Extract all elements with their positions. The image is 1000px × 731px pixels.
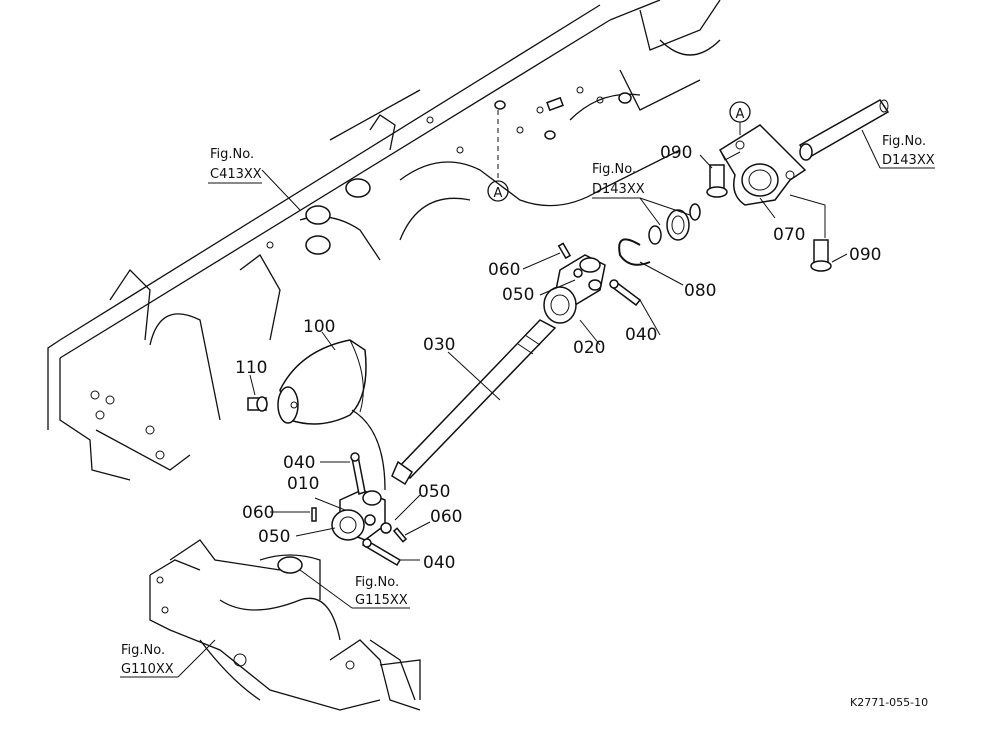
marker-a-left: A [487,180,509,202]
cotter-060-left [311,507,317,522]
svg-text:Fig.No.: Fig.No. [592,162,636,177]
callout-fig-d143xx-mid: Fig.No. D143XX [592,162,645,197]
label-040-lower: 040 [423,553,455,573]
label-070: 070 [773,225,805,245]
pin-040-mid [350,452,366,495]
label-050-right: 050 [418,482,450,502]
washer-050-right [380,522,392,534]
callout-fig-g110xx: Fig.No. G110XX [121,643,174,677]
label-090-upper: 090 [660,143,692,163]
snap-ring-080 [618,238,651,266]
svg-text:Fig.No.: Fig.No. [210,147,254,162]
svg-text:Fig.No.: Fig.No. [882,134,926,149]
bolt-090-top [706,164,728,198]
label-020: 020 [573,338,605,358]
pin-040-lower [361,538,402,567]
drive-shaft-030 [391,319,557,486]
svg-text:G110XX: G110XX [121,662,174,677]
leader-lines [120,122,935,678]
marker-a-right: A [729,101,751,123]
label-090-lower: 090 [849,245,881,265]
svg-text:D143XX: D143XX [592,182,645,197]
svg-text:A: A [736,107,745,122]
label-010: 010 [287,474,319,494]
chassis-frame [47,0,721,481]
drawing-code: K2771-055-10 [850,696,928,709]
bearing [648,203,701,245]
svg-text:C413XX: C413XX [210,167,262,182]
drive-shaft-right [798,99,890,161]
label-050-left: 050 [258,527,290,547]
label-030: 030 [423,335,455,355]
label-040-upper: 040 [625,325,657,345]
shaft-cover-100 [277,339,386,491]
callout-fig-d143xx-right: Fig.No. D143XX [882,134,935,168]
cotter-060-right [392,527,408,543]
label-110: 110 [235,358,267,378]
bolt-090-bottom [810,239,832,272]
svg-text:Fig.No.: Fig.No. [121,643,165,658]
support-bracket [718,124,807,206]
label-060-upper: 060 [488,260,520,280]
universal-joint-lower [331,489,386,541]
label-050-upper: 050 [502,285,534,305]
svg-text:A: A [494,186,503,201]
svg-text:G115XX: G115XX [355,593,408,608]
label-100: 100 [303,317,335,337]
bolt-110 [247,396,268,412]
label-040-mid: 040 [283,453,315,473]
label-060-right: 060 [430,507,462,527]
svg-text:D143XX: D143XX [882,153,935,168]
universal-joint-upper [543,242,606,324]
pin-040-upper [609,279,642,307]
svg-text:Fig.No.: Fig.No. [355,575,399,590]
axle-housing [149,539,421,711]
callout-fig-g115xx: Fig.No. G115XX [355,575,408,608]
label-080: 080 [684,281,716,301]
callout-fig-c413xx: Fig.No. C413XX [210,147,262,182]
label-060-left: 060 [242,503,274,523]
